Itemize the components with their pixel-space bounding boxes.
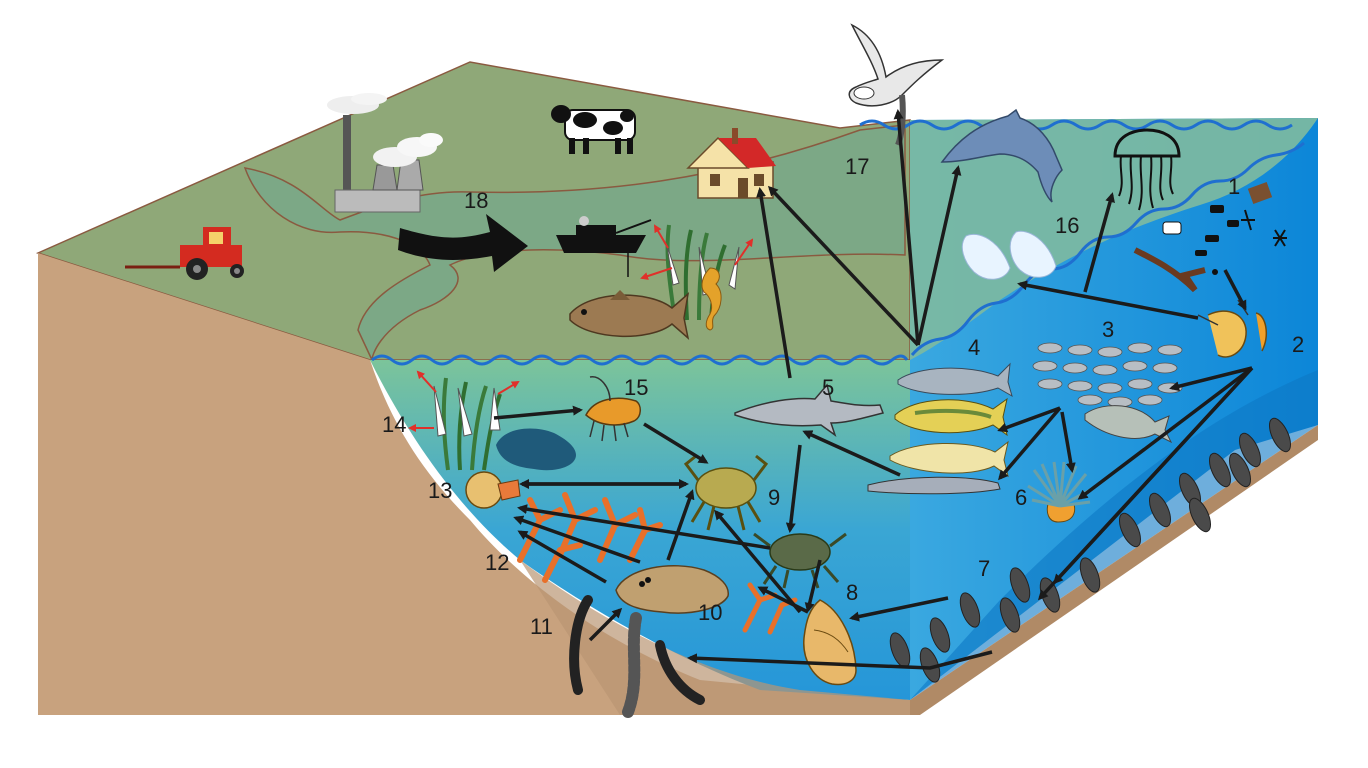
- label-1: 1: [1228, 174, 1240, 199]
- coral-upper-icon: [517, 492, 663, 583]
- red-arrow-3: [734, 238, 754, 266]
- crab-lower-icon: [753, 532, 847, 589]
- back-wave: [859, 119, 1293, 131]
- seahorse-icon: [701, 267, 722, 331]
- shrimp-icon: [585, 376, 641, 442]
- right-wave: [910, 141, 1305, 356]
- cow-icon: [551, 105, 636, 154]
- herring-icon: [1084, 405, 1173, 444]
- label-6: 6: [1015, 485, 1027, 510]
- soil-cross-section: [38, 253, 910, 715]
- crab-upper-icon: [683, 454, 769, 531]
- number-labels: 1 2 3 4 5 6 7 8 9 10 11 12 13 14 15 16 1…: [382, 154, 1304, 639]
- factory-icon: [327, 93, 443, 213]
- label-3: 3: [1102, 317, 1114, 342]
- cod-icon: [889, 440, 1009, 478]
- red-arrow-2: [640, 267, 673, 280]
- label-9: 9: [768, 485, 780, 510]
- label-14: 14: [382, 412, 406, 437]
- label-11: 11: [530, 614, 553, 639]
- label-4: 4: [968, 335, 980, 360]
- tractor-icon: [125, 227, 244, 280]
- house-icon: [686, 128, 776, 199]
- jellyfish-icon: [1113, 128, 1181, 211]
- red-arrow-6: [497, 380, 520, 395]
- mussel-bed-icon: [889, 417, 1292, 683]
- seagrass-lower-icon: [433, 377, 502, 471]
- label-12: 12: [485, 550, 509, 575]
- plankton-icon: [1133, 182, 1287, 293]
- hermit-crab-icon: [465, 471, 521, 509]
- red-arrow-4: [416, 370, 437, 393]
- label-2: 2: [1292, 332, 1304, 357]
- label-5: 5: [822, 375, 834, 400]
- label-15: 15: [624, 375, 648, 400]
- food-web-arrows: [493, 109, 1254, 670]
- front-wave: [371, 354, 909, 366]
- label-10: 10: [698, 600, 722, 625]
- flounder-icon: [615, 565, 729, 614]
- zooplankton-icon: [1197, 299, 1268, 358]
- anemone-icon: [1027, 461, 1095, 523]
- carp-icon: [569, 290, 690, 341]
- tuna-icon: [897, 362, 1013, 398]
- label-13: 13: [428, 478, 452, 503]
- shark-icon: [734, 383, 884, 437]
- label-8: 8: [846, 580, 858, 605]
- red-arrow-1: [653, 224, 669, 249]
- boat-icon: [556, 216, 652, 277]
- label-7: 7: [978, 556, 990, 581]
- seabed: [910, 425, 1318, 715]
- eel-icon: [867, 476, 1001, 495]
- dolphin-icon: [940, 108, 1063, 203]
- label-17: 17: [845, 154, 869, 179]
- water-surface: [910, 118, 1318, 360]
- seabed-front: [520, 560, 910, 715]
- worm-icons: [569, 595, 705, 718]
- label-18: 18: [464, 188, 488, 213]
- pollution-arrow: [398, 214, 528, 272]
- goby-icon: [496, 428, 576, 471]
- white-jellyfish-icon: [961, 230, 1057, 280]
- label-16: 16: [1055, 213, 1079, 238]
